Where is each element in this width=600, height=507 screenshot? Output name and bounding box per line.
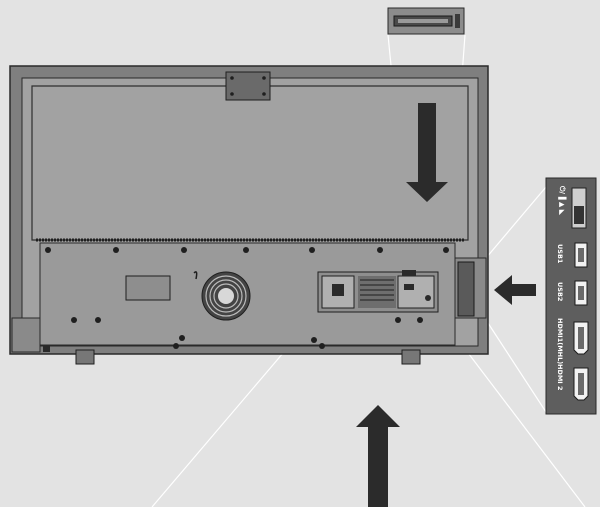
stand-foot-right [401,349,421,365]
top-slot-detail [387,7,465,35]
arrow-left-icon [494,275,536,305]
usb2-label: USB2 [556,282,564,301]
hdmi1-port: HDMI1(MHL) [556,318,589,364]
usb2-port: USB2 [556,280,588,306]
bracket-screw-3 [230,92,234,96]
hdmi2-port: HDMI 2 [556,364,589,401]
hdmi2-label: HDMI 2 [556,364,564,391]
tv-upper-panel-outline [31,85,469,241]
bracket-screw-2 [262,76,266,80]
arrows [356,103,536,507]
cable-clip [193,271,198,280]
back-panel-screws [45,247,449,349]
usb1-label: USB1 [556,244,564,264]
arrow-down-icon [406,103,448,202]
power-switch: ⏻/▐ ▲ ◣ [558,186,587,229]
callout-line-side-top [485,186,547,259]
right-rail-slot [457,261,475,317]
rear-connector-block [317,270,439,313]
speaker-grille [201,271,251,321]
arrow-up-icon [356,405,400,507]
callout-line-side-bottom [485,319,547,413]
tv-rear-housing [9,65,489,365]
rating-label-area [125,275,171,301]
power-button-square [43,346,50,352]
bracket-screw-4 [262,92,266,96]
power-switch-label: ⏻/▐ ▲ ◣ [558,186,567,216]
usb1-port: USB1 [556,242,588,268]
bracket-screw-1 [230,76,234,80]
wall-mount-bracket [225,71,271,101]
side-connection-panel: ⏻/▐ ▲ ◣ USB1 USB2 HDMI1(MHL) HDMI 2 [545,177,597,415]
left-rail [11,317,41,353]
hdmi1-label: HDMI1(MHL) [556,318,564,364]
stand-foot-left [75,349,95,365]
